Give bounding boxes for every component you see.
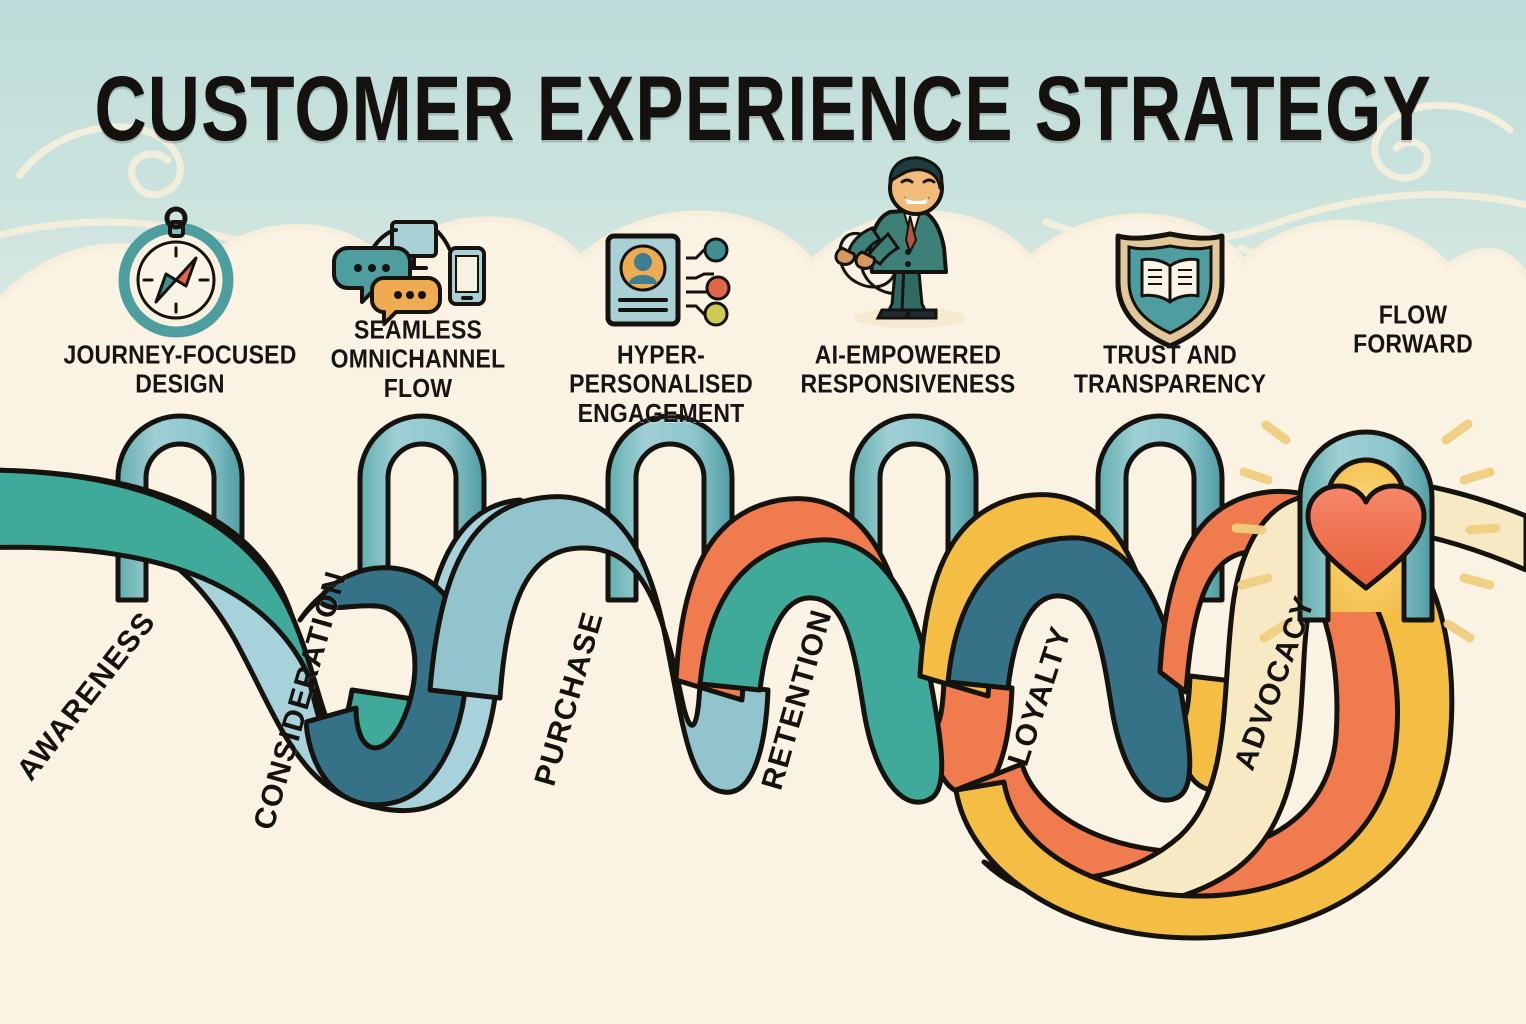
pillar-label-seamless-omnichannel-flow: SEAMLESS OMNICHANNEL FLOW	[300, 315, 536, 402]
pillar-label-flow-forward: FLOW FORWARD	[1300, 300, 1526, 358]
pillar-label-line: FLOW	[383, 373, 453, 403]
pillar-label-journey-focused-design: JOURNEY-FOCUSED DESIGN	[40, 340, 320, 398]
pillar-label-line: AI-EMPOWERED	[814, 340, 1002, 370]
pillar-label-trust-and-transparency: TRUST AND TRANSPARENCY	[1052, 340, 1288, 398]
pillar-label-line: ENGAGEMENT	[577, 398, 745, 428]
businessman-loop-icon	[834, 156, 966, 328]
pillar-label-line: OMNICHANNEL	[330, 344, 506, 374]
pillar-label-line: FORWARD	[1353, 329, 1473, 359]
pillar-label-line: HYPER-PERSONALISED	[569, 340, 753, 399]
pillar-label-line: DESIGN	[135, 369, 225, 399]
pillar-label-line: TRANSPARENCY	[1073, 369, 1267, 399]
pillar-label-line: JOURNEY-FOCUSED	[63, 340, 297, 370]
pillar-label-line: RESPONSIVENESS	[800, 369, 1016, 399]
profile-card-icon	[605, 233, 731, 327]
page-title: CUSTOMER EXPERIENCE STRATEGY	[94, 56, 1432, 161]
omnichannel-devices-icon	[332, 220, 486, 326]
pillar-label-hyper-personalised-engagement: HYPER-PERSONALISED ENGAGEMENT	[528, 340, 794, 427]
compass-icon	[118, 206, 234, 338]
pillar-label-line: SEAMLESS	[353, 315, 483, 345]
pillar-label-ai-empowered-responsiveness: AI-EMPOWERED RESPONSIVENESS	[790, 340, 1026, 398]
shield-book-icon	[1115, 231, 1225, 349]
pillar-label-line: TRUST AND	[1103, 340, 1237, 370]
pillar-label-line: FLOW	[1378, 300, 1448, 330]
